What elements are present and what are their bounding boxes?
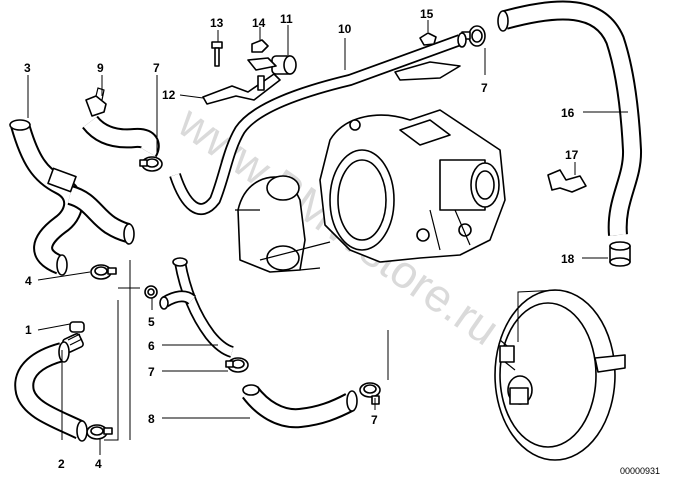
- callout-17: 17: [565, 148, 579, 162]
- callout-14: 14: [252, 16, 266, 30]
- callout-13: 13: [210, 16, 224, 30]
- callout-12: 12: [162, 88, 176, 102]
- document-number: 00000931: [620, 466, 660, 476]
- pipe-part-6[interactable]: [159, 257, 234, 358]
- plug-part-5[interactable]: [144, 285, 158, 299]
- callout-1: 1: [25, 323, 32, 337]
- callout-11: 11: [280, 12, 293, 26]
- hose-part-9[interactable]: [82, 87, 160, 157]
- nut-part-15[interactable]: [419, 32, 437, 46]
- callout-7-d: 7: [481, 81, 488, 95]
- brake-booster: [494, 289, 626, 461]
- callout-2: 2: [58, 457, 65, 471]
- clamp-part-4-lower[interactable]: [86, 424, 113, 440]
- pipe-part-10[interactable]: [169, 32, 467, 216]
- callout-5: 5: [148, 315, 155, 329]
- callout-4-upper: 4: [25, 274, 32, 288]
- callout-16: 16: [561, 106, 575, 120]
- callout-7-b: 7: [148, 365, 155, 379]
- clamp-part-18[interactable]: [609, 241, 631, 267]
- callout-3: 3: [24, 61, 31, 75]
- clamp-part-4-upper[interactable]: [90, 264, 117, 280]
- throttle-housing: [319, 109, 506, 263]
- hose-part-3[interactable]: [9, 119, 135, 276]
- nut-part-14[interactable]: [247, 39, 277, 91]
- hose-part-8[interactable]: [242, 384, 358, 429]
- callout-18: 18: [561, 252, 575, 266]
- hose-part-16[interactable]: [497, 0, 642, 236]
- callout-labels: 1 2 3 4 4 5 6 7 7 7 7 8 9 10 11 12 13 14…: [24, 7, 579, 471]
- bracket-part-12[interactable]: [202, 73, 281, 105]
- callout-7-c: 7: [371, 413, 378, 427]
- clamp-part-7-c[interactable]: [359, 382, 381, 405]
- clamp-part-7-a[interactable]: [139, 156, 163, 172]
- callout-15: 15: [420, 7, 434, 21]
- callout-6: 6: [148, 339, 155, 353]
- leader-lines: [27, 20, 628, 455]
- callout-7-a: 7: [153, 61, 160, 75]
- intake-elbow: [235, 175, 331, 273]
- callout-4-lower: 4: [95, 457, 102, 471]
- callout-8: 8: [148, 412, 155, 426]
- grommet-part-11[interactable]: [271, 55, 297, 75]
- hose-part-2[interactable]: [14, 341, 88, 442]
- callout-9: 9: [97, 61, 104, 75]
- callout-10: 10: [338, 22, 352, 36]
- bolt-part-13[interactable]: [211, 41, 223, 67]
- clip-part-17[interactable]: [547, 169, 587, 193]
- clamp-part-7-b[interactable]: [225, 357, 249, 373]
